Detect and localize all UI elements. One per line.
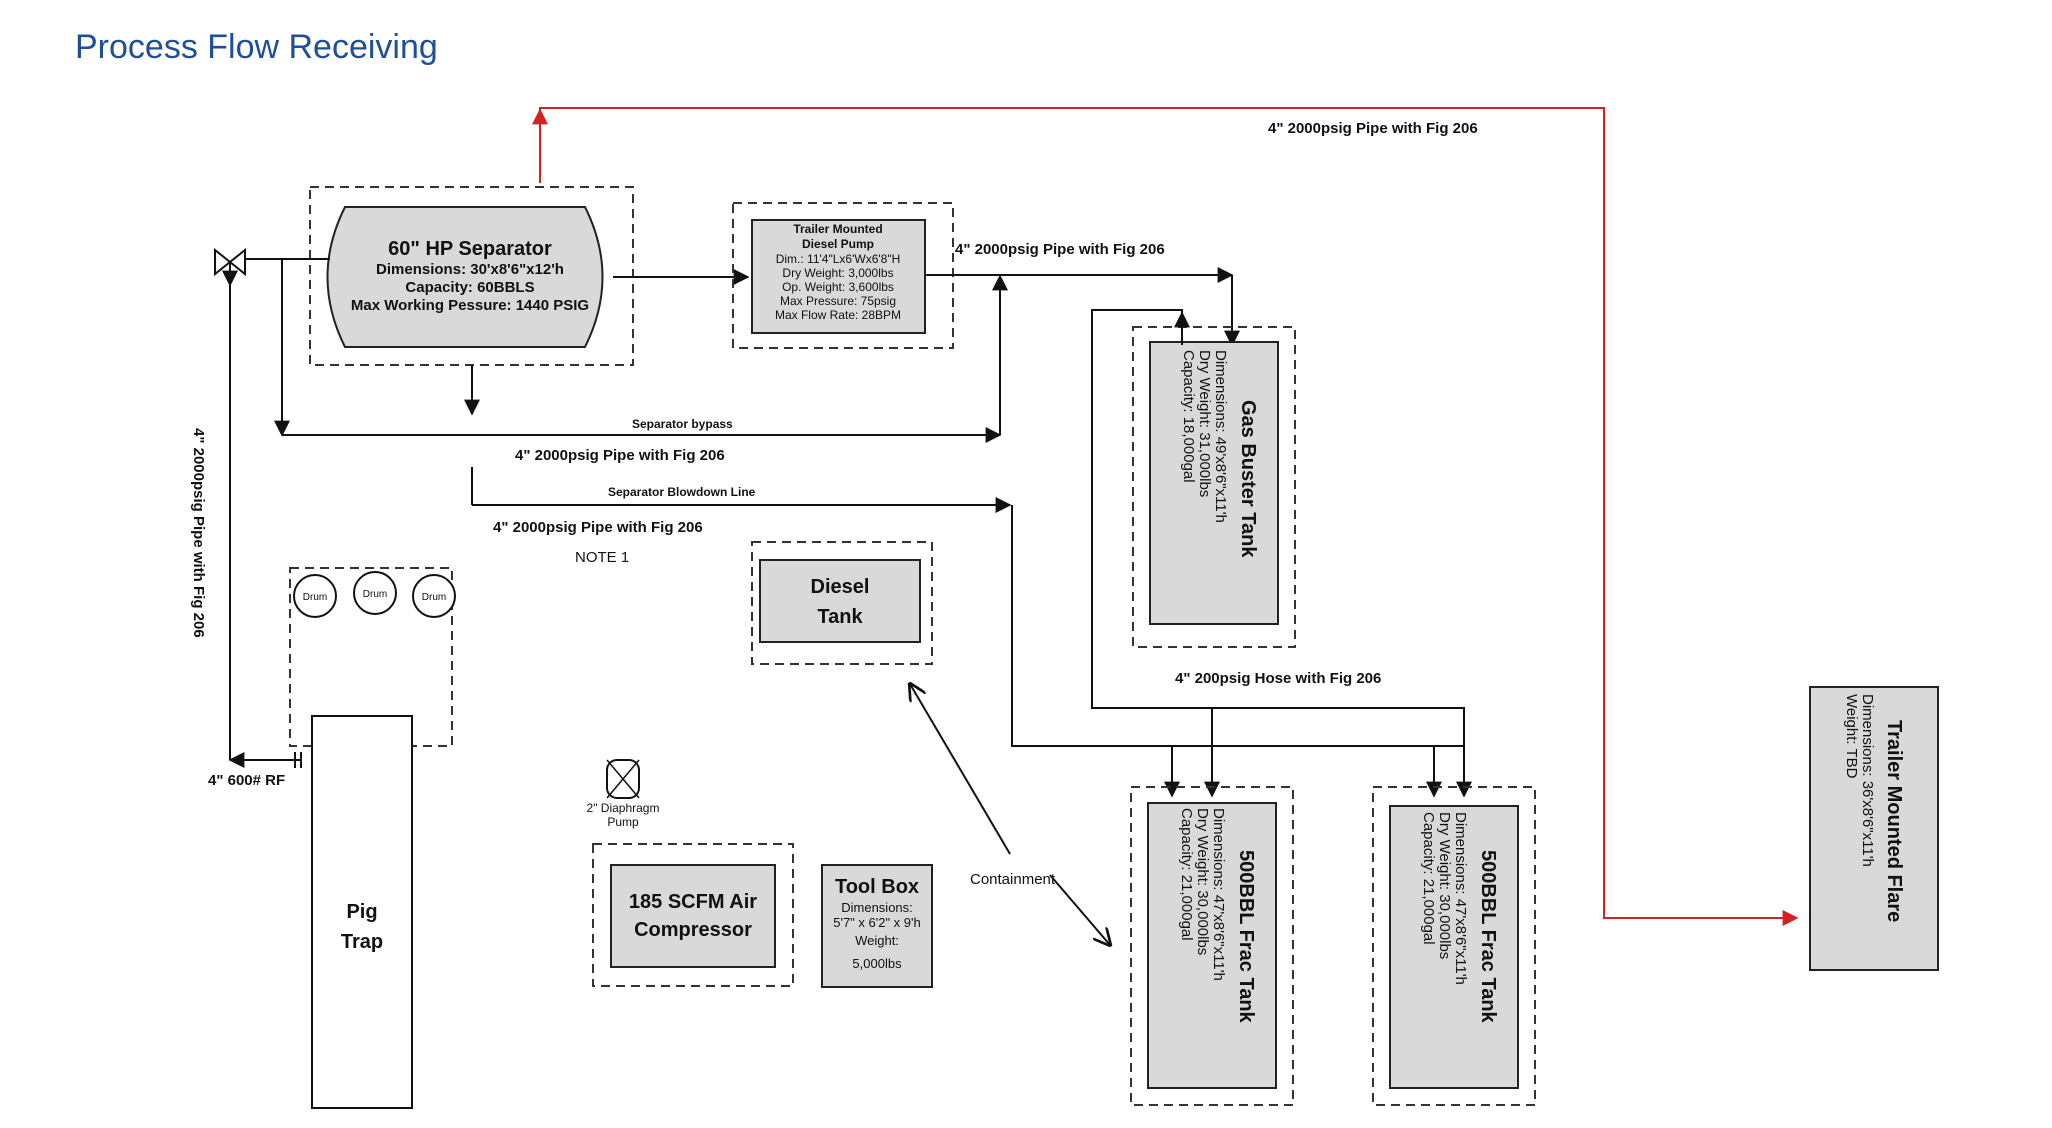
separator-name: 60" HP Separator bbox=[388, 238, 552, 260]
gas-buster-tank bbox=[1149, 341, 1279, 625]
pump-flow-rate: Max Flow Rate: 28BPM bbox=[775, 308, 901, 322]
frac-tank-2-name: 500BBL Frac Tank bbox=[1477, 850, 1499, 1024]
flare-pipe-label: 4" 2000psig Pipe with Fig 206 bbox=[1268, 120, 1478, 137]
vertical-pipe-label: 4" 2000psig Pipe with Fig 206 bbox=[190, 428, 207, 638]
separator-bypass-label: Separator bypass bbox=[632, 417, 733, 431]
frac-tank-2-dimensions: Dimensions: 47'x8'6"x11'h bbox=[1452, 812, 1469, 985]
trailer-mounted-flare bbox=[1809, 686, 1939, 971]
svg-text:Drum: Drum bbox=[303, 592, 327, 603]
diaphragm-pump-icon bbox=[606, 759, 640, 799]
pig-trap-label-2: Trap bbox=[341, 931, 383, 953]
compressor-label-1: 185 SCFM Air bbox=[629, 891, 757, 913]
tool-box-line-4: 5,000lbs bbox=[852, 956, 902, 971]
valve-icon bbox=[214, 247, 246, 277]
separator-dimensions: Dimensions: 30'x8'6"x12'h bbox=[376, 261, 564, 278]
blowdown-pipe-label: 4" 2000psig Pipe with Fig 206 bbox=[493, 519, 703, 536]
pump-max-pressure: Max Pressure: 75psig bbox=[780, 294, 896, 308]
drum-1: Drum bbox=[293, 574, 337, 618]
diesel-tank-label-2: Tank bbox=[817, 606, 863, 628]
containment-label: Containment bbox=[970, 871, 1056, 888]
pump-op-weight: Op. Weight: 3,600lbs bbox=[782, 280, 894, 294]
pig-trap-label-1: Pig bbox=[346, 901, 377, 923]
pump-dim: Dim.: 11'4"Lx6'Wx6'8"H bbox=[776, 252, 901, 266]
diaphragm-pump-label-2: Pump bbox=[607, 815, 639, 829]
air-compressor bbox=[610, 864, 776, 968]
drum-2: Drum bbox=[353, 571, 397, 615]
tool-box bbox=[821, 864, 933, 988]
svg-text:Drum: Drum bbox=[422, 592, 446, 603]
diesel-tank-label-1: Diesel bbox=[811, 576, 870, 598]
frac-tank-1-name: 500BBL Frac Tank bbox=[1235, 850, 1257, 1024]
gas-buster-name: Gas Buster Tank bbox=[1237, 400, 1259, 558]
diesel-tank bbox=[759, 559, 921, 643]
pump-title-1: Trailer Mounted bbox=[793, 222, 882, 236]
flare-name: Trailer Mounted Flare bbox=[1883, 720, 1905, 922]
frac-tank-1-dimensions: Dimensions: 47'x8'6"x11'h bbox=[1210, 808, 1227, 981]
page-title: Process Flow Receiving bbox=[75, 28, 438, 66]
tool-box-name: Tool Box bbox=[835, 876, 919, 898]
frac-tank-2-dry-weight: Dry Weight: 30,000lbs bbox=[1436, 812, 1453, 959]
gas-buster-dimensions: Dimensions: 49'x8'6"x11'h bbox=[1212, 350, 1229, 523]
separator-pressure: Max Working Pessure: 1440 PSIG bbox=[351, 297, 589, 314]
frac-tank-1 bbox=[1147, 802, 1277, 1089]
tool-box-line-1: Dimensions: bbox=[841, 900, 913, 915]
diesel-tank-containment bbox=[751, 541, 933, 665]
frac-tank-1-containment bbox=[1130, 786, 1294, 1106]
flare-weight: Weight: TBD bbox=[1843, 694, 1860, 779]
pump-title-2: Diesel Pump bbox=[802, 237, 874, 251]
svg-text:Drum: Drum bbox=[363, 589, 387, 600]
frac-tank-2 bbox=[1389, 805, 1519, 1089]
hose-label: 4" 200psig Hose with Fig 206 bbox=[1175, 670, 1381, 687]
separator-blowdown-label: Separator Blowdown Line bbox=[608, 485, 756, 499]
gas-buster-dry-weight: Dry Weight: 31,000lbs bbox=[1196, 350, 1213, 497]
pump-out-pipe-label: 4" 2000psig Pipe with Fig 206 bbox=[955, 241, 1165, 258]
diaphragm-pump-label-1: 2" Diaphragm bbox=[587, 801, 660, 815]
note-label: NOTE 1 bbox=[575, 549, 629, 566]
compressor-label-2: Compressor bbox=[634, 919, 752, 941]
gas-buster-containment bbox=[1132, 326, 1296, 648]
drum-3: Drum bbox=[412, 574, 456, 618]
frac-tank-2-containment bbox=[1372, 786, 1536, 1106]
pump-dry-weight: Dry Weight: 3,000lbs bbox=[782, 266, 893, 280]
frac-tank-2-capacity: Capacity: 21,000gal bbox=[1420, 812, 1437, 945]
rf-label: 4" 600# RF bbox=[208, 772, 285, 789]
frac-tank-1-capacity: Capacity: 21,000gal bbox=[1178, 808, 1195, 941]
tool-box-line-3: Weight: bbox=[855, 933, 899, 948]
gas-buster-capacity: Capacity: 18,000gal bbox=[1180, 350, 1197, 483]
diesel-pump bbox=[751, 219, 926, 334]
flare-dimensions: Dimensions: 36'x8'6"x11'h bbox=[1859, 694, 1876, 867]
separator-capacity: Capacity: 60BBLS bbox=[405, 279, 534, 296]
bypass-pipe-label: 4" 2000psig Pipe with Fig 206 bbox=[515, 447, 725, 464]
frac-tank-1-dry-weight: Dry Weight: 30,000lbs bbox=[1194, 808, 1211, 955]
pig-trap bbox=[311, 715, 413, 1109]
hp-separator bbox=[326, 206, 604, 348]
compressor-containment bbox=[592, 843, 794, 987]
tool-box-line-2: 5'7" x 6'2" x 9'h bbox=[833, 915, 921, 930]
